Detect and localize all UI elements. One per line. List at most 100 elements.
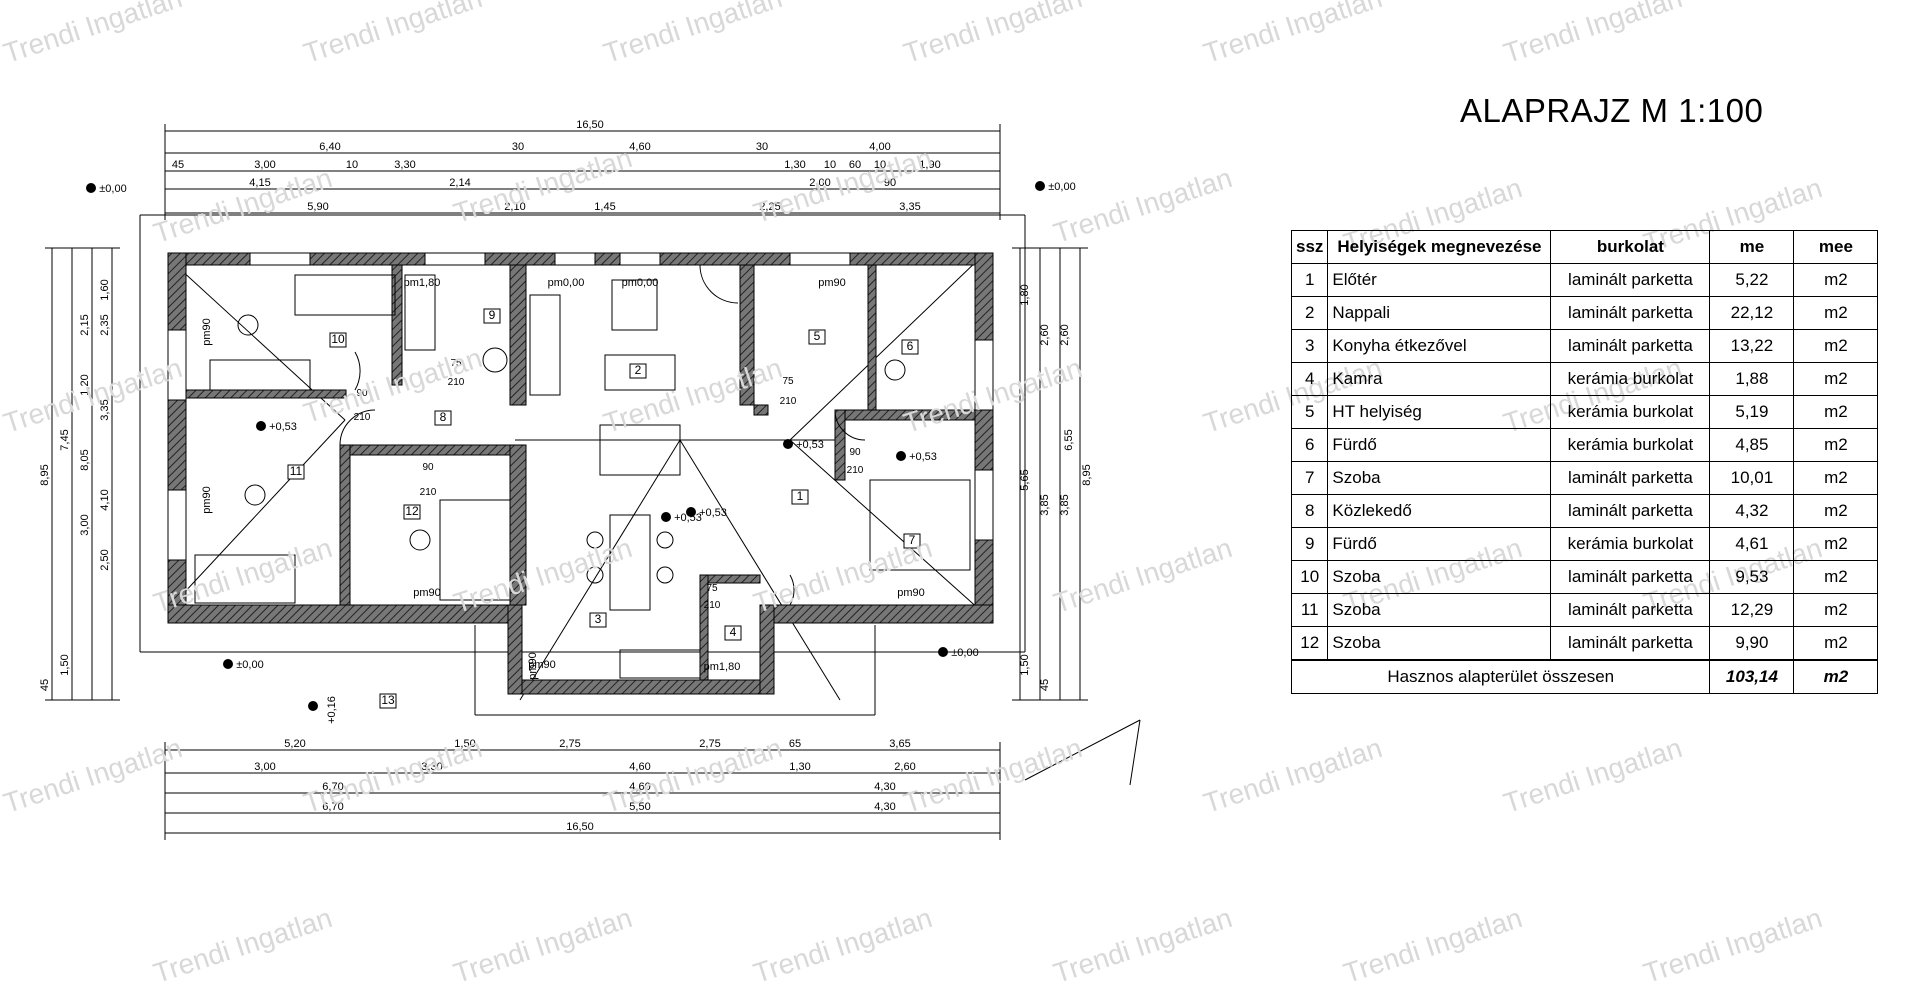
dim-right-label: 6,55 bbox=[1063, 429, 1075, 450]
room-number-box bbox=[483, 308, 501, 324]
dim-bottom-label: 3,30 bbox=[421, 761, 442, 773]
dim-bottom-label: 4,30 bbox=[874, 781, 895, 793]
cell-ssz: 3 bbox=[1290, 329, 1329, 363]
floor-label: pm0,00 bbox=[622, 277, 659, 289]
cell-name: Szoba bbox=[1327, 461, 1552, 495]
cell-surface: laminált parketta bbox=[1550, 263, 1711, 297]
cell-qty: 4,32 bbox=[1709, 494, 1795, 528]
cell-ssz: 10 bbox=[1290, 560, 1329, 594]
room-number-box bbox=[329, 332, 347, 348]
room-number: 8 bbox=[440, 410, 447, 424]
dim-top-label: 90 bbox=[884, 177, 896, 189]
dim-right-label: 8,95 bbox=[1081, 464, 1093, 485]
cell-qty: 4,61 bbox=[1709, 527, 1795, 561]
dim-left-label: 2,50 bbox=[99, 549, 111, 570]
cell-surface: laminált parketta bbox=[1550, 560, 1711, 594]
cell-name: Előtér bbox=[1327, 263, 1552, 297]
floor-label: pm90 bbox=[897, 587, 925, 599]
dim-top-label: 1,90 bbox=[919, 159, 940, 171]
floor-label: pm90 bbox=[201, 318, 213, 346]
room-number: 12 bbox=[405, 504, 419, 518]
level-marker-dot bbox=[686, 507, 696, 517]
room-number-box bbox=[434, 410, 452, 426]
level-marker-dot bbox=[1035, 181, 1045, 191]
cell-qty: 13,22 bbox=[1709, 329, 1795, 363]
level-value: +0,53 bbox=[674, 512, 702, 524]
cell-unit: m2 bbox=[1793, 593, 1879, 627]
cell-ssz: 6 bbox=[1290, 428, 1329, 462]
dim-left-label: 1,20 bbox=[79, 374, 91, 395]
room-schedule-table: ssz Helyiségek megnevezése burkolat me m… bbox=[1290, 230, 1879, 694]
dim-bottom-label: 5,50 bbox=[629, 801, 650, 813]
level-value: ±0,00 bbox=[99, 183, 126, 195]
door-label: 210 bbox=[780, 396, 797, 407]
furniture bbox=[194, 274, 971, 679]
door-label: 75 bbox=[706, 583, 718, 594]
room-number-box bbox=[791, 489, 809, 505]
room-number-box bbox=[724, 625, 742, 641]
dim-right-label: 5,65 bbox=[1019, 469, 1031, 490]
dim-top-label: 4,15 bbox=[249, 177, 270, 189]
cell-qty: 12,29 bbox=[1709, 593, 1795, 627]
dim-top-label: 4,00 bbox=[869, 141, 890, 153]
cell-ssz: 5 bbox=[1290, 395, 1329, 429]
dim-bottom-label: 2,75 bbox=[559, 738, 580, 750]
cell-surface: kerámia burkolat bbox=[1550, 428, 1711, 462]
cell-ssz: 2 bbox=[1290, 296, 1329, 330]
room-number-box bbox=[287, 464, 305, 480]
dim-bottom-label: 65 bbox=[789, 738, 801, 750]
dim-bottom-label: 6,70 bbox=[322, 781, 343, 793]
cell-name: Nappali bbox=[1327, 296, 1552, 330]
dim-left-label: 7,45 bbox=[59, 429, 71, 450]
floor-label: pm90 bbox=[818, 277, 846, 289]
table-header-row: ssz Helyiségek megnevezése burkolat me m… bbox=[1290, 230, 1879, 264]
cell-qty: 5,19 bbox=[1709, 395, 1795, 429]
level-value: ±0,00 bbox=[1048, 181, 1075, 193]
cell-unit: m2 bbox=[1793, 461, 1879, 495]
cell-name: HT helyiség bbox=[1327, 395, 1552, 429]
dim-bottom-label: 4,60 bbox=[629, 761, 650, 773]
level-value: +0,53 bbox=[796, 439, 824, 451]
dim-top-label: 2,14 bbox=[449, 177, 470, 189]
cell-surface: laminált parketta bbox=[1550, 329, 1711, 363]
cell-unit: m2 bbox=[1793, 527, 1879, 561]
total-label: Hasznos alapterület összesen bbox=[1290, 659, 1711, 694]
room-number-box bbox=[379, 693, 397, 709]
room-number-box bbox=[903, 533, 921, 549]
cell-surface: kerámia burkolat bbox=[1550, 362, 1711, 396]
dim-bottom-label: 3,00 bbox=[254, 761, 275, 773]
total-unit: m2 bbox=[1793, 659, 1879, 694]
floor-label: pm0,00 bbox=[548, 277, 585, 289]
room-number-box bbox=[808, 329, 826, 345]
cell-qty: 5,22 bbox=[1709, 263, 1795, 297]
door-label: 75 bbox=[782, 376, 794, 387]
cell-qty: 22,12 bbox=[1709, 296, 1795, 330]
floor-label: pm1,80 bbox=[404, 277, 441, 289]
cell-surface: kerámia burkolat bbox=[1550, 527, 1711, 561]
level-markers: ±0,00±0,00±0,00±0,00+0,53+0,53+0,53+0,53… bbox=[86, 181, 1076, 724]
dim-left-label: 1,50 bbox=[59, 654, 71, 675]
room-number: 10 bbox=[331, 332, 345, 346]
door-label: 210 bbox=[847, 465, 864, 476]
cell-name: Szoba bbox=[1327, 626, 1552, 661]
level-marker-dot bbox=[783, 439, 793, 449]
dim-top-label: 2,00 bbox=[809, 177, 830, 189]
header-unit: mee bbox=[1793, 230, 1879, 264]
dim-top-label: 6,40 bbox=[319, 141, 340, 153]
cell-name: Szoba bbox=[1327, 560, 1552, 594]
dim-right-label: 3,85 bbox=[1059, 494, 1071, 515]
door-label: 90 bbox=[849, 447, 861, 458]
level-value: +0,53 bbox=[269, 421, 297, 433]
level-marker-dot bbox=[308, 701, 318, 711]
room-number: 9 bbox=[489, 308, 496, 322]
dim-right-label: 3,85 bbox=[1039, 494, 1051, 515]
dim-left-label: 2,35 bbox=[99, 314, 111, 335]
cell-qty: 1,88 bbox=[1709, 362, 1795, 396]
dim-bottom-label: 5,20 bbox=[284, 738, 305, 750]
cell-ssz: 11 bbox=[1290, 593, 1329, 627]
